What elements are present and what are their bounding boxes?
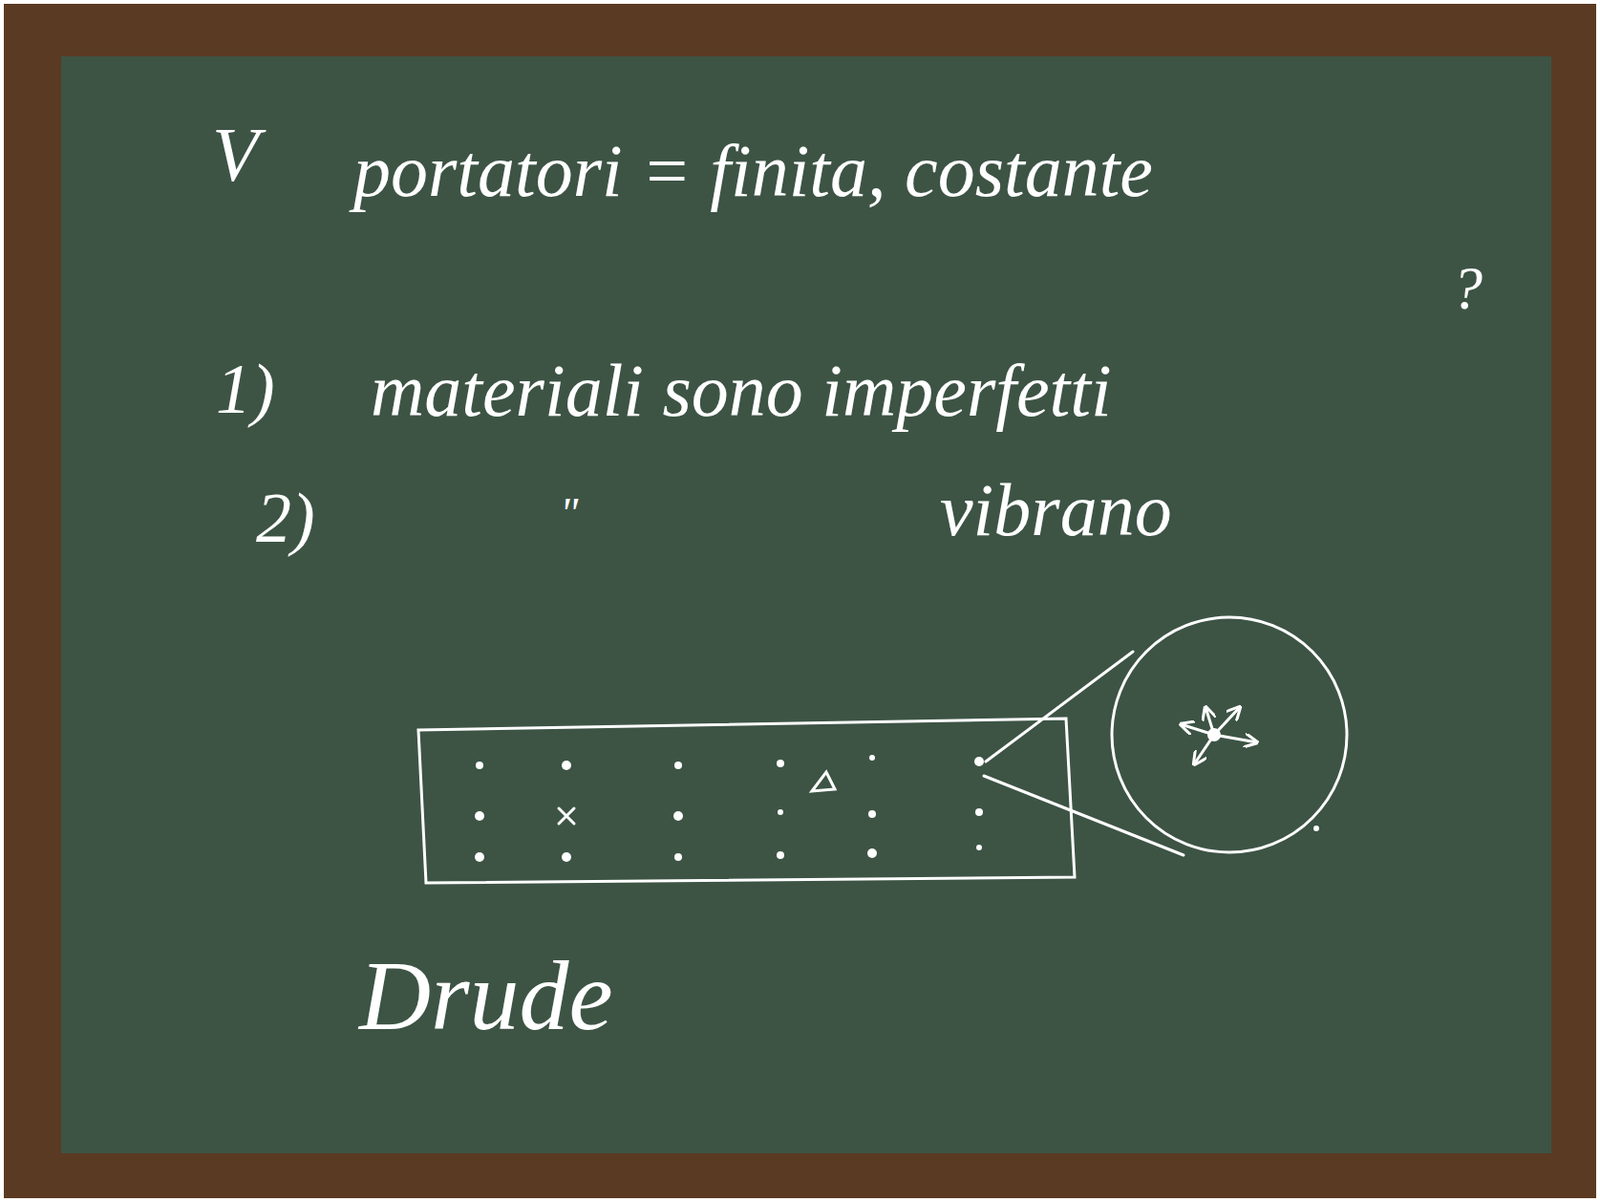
chalkboard [61, 56, 1552, 1153]
defect-mark [558, 808, 575, 824]
chalk-text: 1) [215, 353, 276, 425]
chalk-text: ? [1451, 257, 1483, 320]
chalk-text: 2) [256, 482, 316, 554]
lattice-ions [474, 727, 1320, 862]
chalk-text: vibrano [939, 472, 1173, 548]
chalk-text: V [212, 116, 259, 193]
defect-mark [811, 771, 835, 791]
zoom-line [983, 775, 1184, 855]
chalk-text: portatori = finita, costante [353, 133, 1153, 209]
chalk-text: Drude [359, 945, 614, 1046]
zoom-line [985, 651, 1133, 762]
zoom-circle [1111, 617, 1347, 853]
chalk-text: materiali sono imperfetti [370, 353, 1112, 428]
lattice-box [418, 718, 1075, 883]
chalk-text: " [559, 491, 578, 536]
